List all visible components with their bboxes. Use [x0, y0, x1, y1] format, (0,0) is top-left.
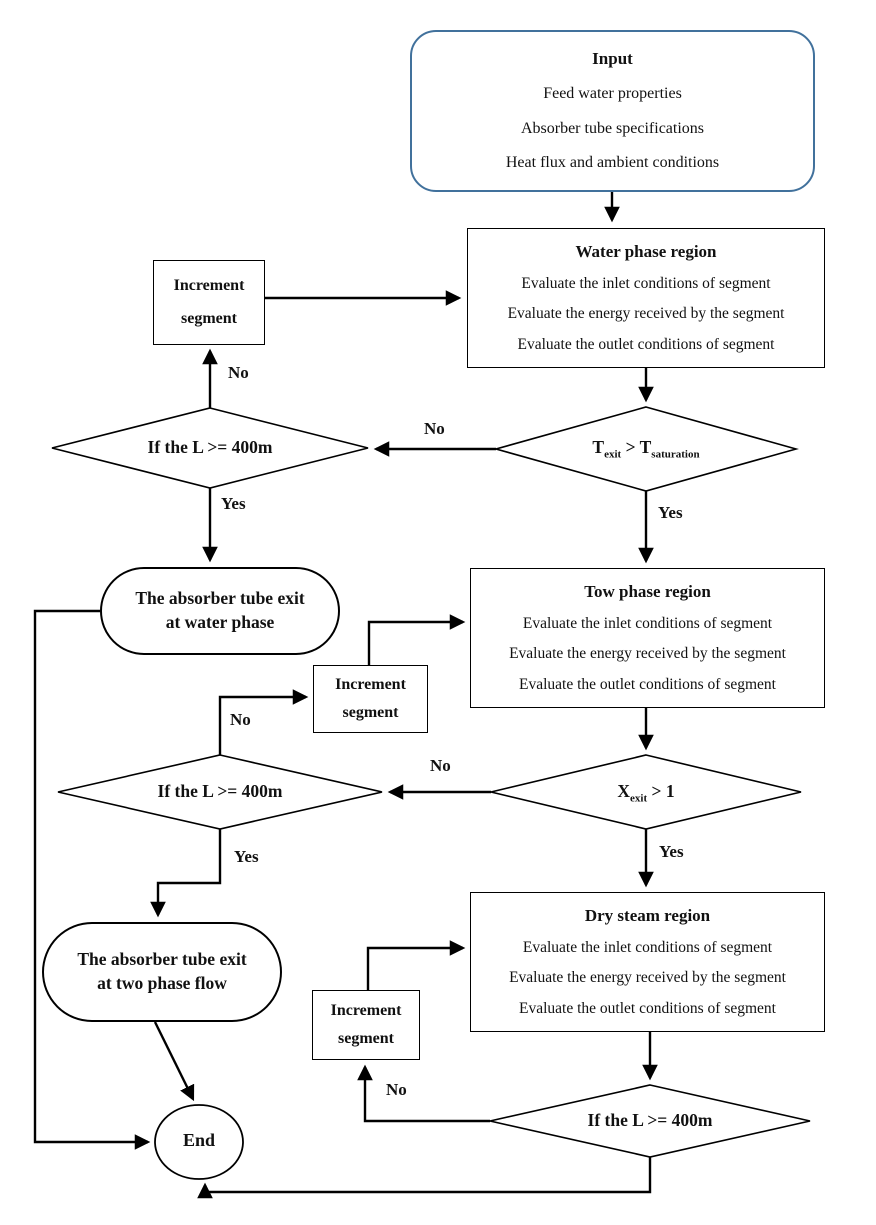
- two-phase-exit-line: at two phase flow: [97, 973, 227, 993]
- node-water-phase-region: Water phase region Evaluate the inlet co…: [467, 228, 825, 368]
- edge-label-yes: Yes: [221, 494, 246, 513]
- decision-quality-text: Xexit > 1: [491, 781, 801, 805]
- quality-check-operator: > 1: [647, 781, 675, 801]
- arrow-length2-yes-to-two-phase-exit: [150, 829, 222, 918]
- water-phase-line: Evaluate the outlet conditions of segmen…: [517, 335, 775, 353]
- dry-steam-line: Evaluate the energy received by the segm…: [509, 969, 786, 987]
- increment-line: Increment: [335, 676, 406, 693]
- increment-line: segment: [181, 310, 237, 328]
- decision-temp-shape: [493, 406, 799, 492]
- quality-check-sub: exit: [630, 792, 648, 805]
- decision-shapes: [51, 406, 811, 1180]
- node-input: Input Feed water properties Absorber tub…: [410, 30, 815, 192]
- node-increment-segment-1: Increment segment: [153, 260, 265, 345]
- flow-arrows: [33, 192, 658, 1199]
- water-phase-line: Evaluate the energy received by the segm…: [507, 305, 785, 323]
- node-two-phase-exit: The absorber tube exit at two phase flow: [42, 922, 282, 1022]
- two-phase-line: Evaluate the outlet conditions of segmen…: [519, 675, 776, 693]
- two-phase-line: Evaluate the energy received by the segm…: [509, 645, 786, 663]
- decision-length3-text: If the L >= 400m: [587, 1110, 713, 1130]
- arrow-increment3-to-dry-steam: [366, 940, 466, 990]
- arrow-length2-no-to-increment2: [218, 689, 309, 755]
- node-increment-segment-3: Increment segment: [312, 990, 420, 1060]
- decision-length3-shape: [489, 1084, 811, 1158]
- dry-steam-line: Evaluate the outlet conditions of segmen…: [519, 999, 776, 1017]
- arrow-length3-no-to-increment3: [357, 1064, 490, 1123]
- water-exit-line: at water phase: [165, 612, 275, 632]
- temp-check-t2: T: [639, 437, 652, 457]
- edge-label-yes: Yes: [658, 503, 683, 522]
- input-line: Absorber tube specifications: [520, 119, 705, 137]
- end-circle: [154, 1104, 244, 1180]
- node-dry-steam-region: Dry steam region Evaluate the inlet cond…: [470, 892, 825, 1032]
- increment-line: segment: [342, 704, 399, 721]
- edge-label-no: No: [230, 710, 251, 729]
- two-phase-title: Tow phase region: [584, 582, 711, 602]
- arrow-water-exit-to-end: [33, 609, 151, 1150]
- water-exit-line: The absorber tube exit: [135, 588, 305, 609]
- edge-label-yes: Yes: [234, 847, 259, 866]
- temp-check-sub1: exit: [604, 448, 622, 461]
- node-increment-segment-2: Increment segment: [313, 665, 428, 733]
- end-label: End: [182, 1130, 216, 1150]
- water-phase-line: Evaluate the inlet conditions of segment: [521, 274, 771, 292]
- decision-length2-shape: [57, 754, 383, 830]
- decision-temp-text: Texit > Tsaturation: [496, 437, 796, 461]
- edge-label-no: No: [386, 1080, 407, 1099]
- edge-label-yes: Yes: [659, 842, 684, 861]
- arrow-two-phase-exit-to-end: [153, 1021, 195, 1102]
- quality-check-x: X: [617, 781, 631, 801]
- water-phase-title: Water phase region: [575, 242, 717, 262]
- increment-line: segment: [338, 1030, 394, 1048]
- temp-check-sub2: saturation: [651, 448, 700, 461]
- decision-length2-text: If the L >= 400m: [157, 781, 283, 801]
- increment-line: Increment: [173, 276, 245, 294]
- increment-line: Increment: [330, 1001, 402, 1019]
- input-line: Heat flux and ambient conditions: [505, 154, 720, 172]
- input-line: Feed water properties: [543, 85, 682, 103]
- edge-label-no: No: [228, 363, 249, 382]
- edge-label-no: No: [430, 756, 451, 775]
- two-phase-line: Evaluate the inlet conditions of segment: [522, 614, 773, 632]
- arrow-increment2-to-two-phase: [367, 614, 466, 665]
- decision-quality-shape: [490, 754, 802, 830]
- dry-steam-title: Dry steam region: [584, 906, 711, 926]
- decision-length1-text: If the L >= 400m: [147, 437, 273, 457]
- temp-check-operator: >: [621, 437, 640, 457]
- node-two-phase-region: Tow phase region Evaluate the inlet cond…: [470, 568, 825, 708]
- arrow-length3-yes-to-end: [197, 1157, 652, 1199]
- node-water-phase-exit: The absorber tube exit at water phase: [100, 567, 340, 655]
- edge-label-no: No: [424, 419, 445, 438]
- two-phase-exit-line: The absorber tube exit: [77, 949, 247, 970]
- input-title: Input: [592, 48, 633, 68]
- decision-length1-shape: [51, 407, 369, 489]
- dry-steam-line: Evaluate the inlet conditions of segment: [522, 938, 773, 956]
- temp-check-t1: T: [592, 437, 605, 457]
